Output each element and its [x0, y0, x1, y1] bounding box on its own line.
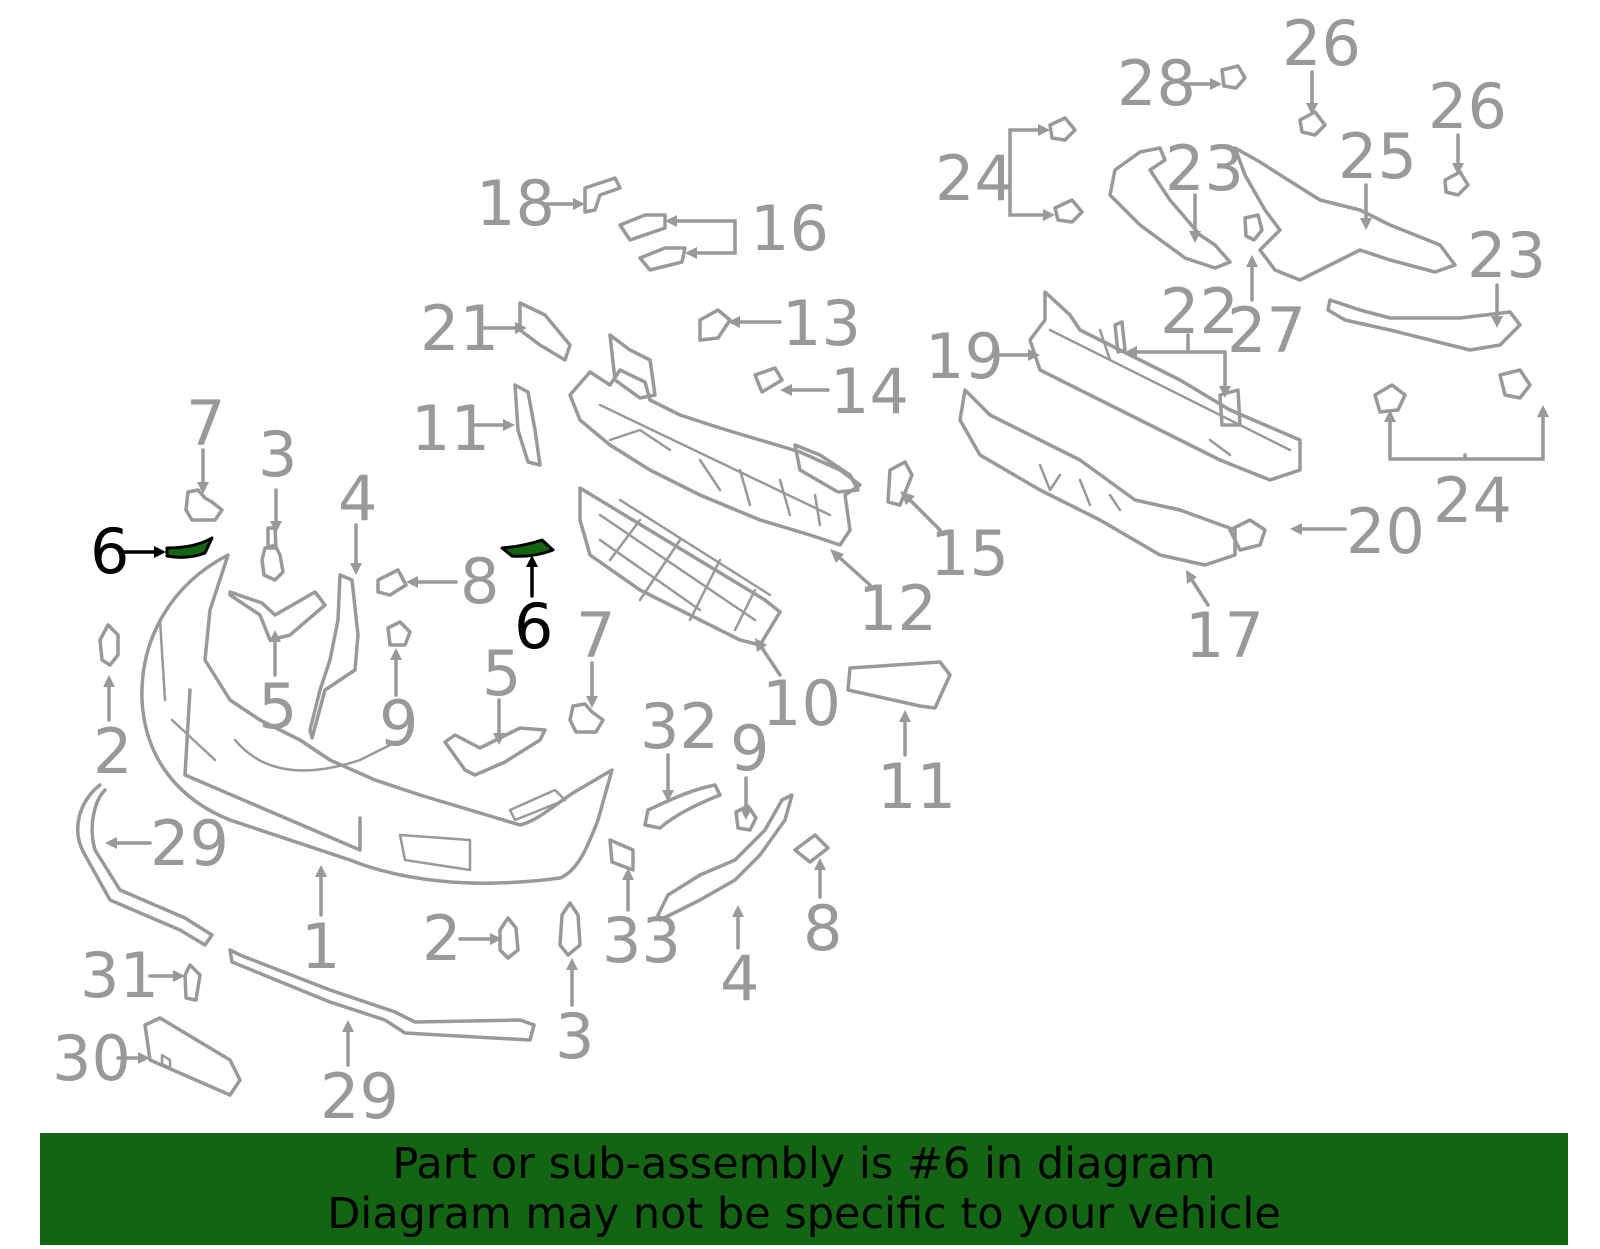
callout-24: 24	[1433, 464, 1512, 537]
callout-16: 16	[750, 192, 829, 265]
callout-19: 19	[925, 320, 1004, 393]
callout-6[interactable]: 6	[514, 590, 553, 663]
callout-22: 22	[1160, 275, 1239, 348]
callout-5: 5	[258, 670, 297, 743]
callout-2: 2	[93, 715, 132, 788]
callout-3: 3	[555, 1000, 594, 1073]
callout-27: 27	[1227, 294, 1306, 367]
callout-8: 8	[803, 892, 842, 965]
banner-line-2: Diagram may not be specific to your vehi…	[327, 1189, 1281, 1239]
callout-29: 29	[320, 1060, 399, 1133]
callout-29: 29	[150, 807, 229, 880]
side-bracket-left-part	[228, 590, 327, 642]
callout-32: 32	[640, 690, 719, 763]
callout-31: 31	[80, 939, 159, 1012]
lower-deflector-part	[656, 793, 794, 922]
callout-7: 7	[576, 599, 615, 672]
small-brackets-part	[513, 176, 952, 710]
callout-25: 25	[1338, 120, 1417, 193]
callout-10: 10	[762, 667, 841, 740]
part-6-right-highlight[interactable]	[500, 538, 555, 558]
bumper-cover-part	[140, 553, 614, 885]
callout-15: 15	[930, 517, 1009, 590]
callout-21: 21	[420, 292, 499, 365]
callout-28: 28	[1117, 47, 1196, 120]
callout-18: 18	[476, 167, 555, 240]
callout-23: 23	[1165, 132, 1244, 205]
banner-line-1: Part or sub-assembly is #6 in diagram	[392, 1139, 1216, 1189]
callout-20: 20	[1346, 495, 1425, 568]
callout-labels: 1 2 2 3 3 4 4 5 5 6 6 7 7 8 8 9 9 10 11 …	[52, 7, 1546, 1133]
absorber-part	[568, 333, 862, 547]
license-bracket-part	[143, 1016, 242, 1097]
info-banner: Part or sub-assembly is #6 in diagram Di…	[40, 1133, 1568, 1245]
callout-9: 9	[379, 687, 418, 760]
clip-fasteners-part	[98, 488, 830, 1002]
callout-13: 13	[782, 287, 861, 360]
part-6-left-highlight[interactable]	[165, 536, 214, 559]
callout-8: 8	[460, 545, 499, 618]
upper-bracket-part	[308, 573, 360, 740]
callout-33: 33	[602, 904, 681, 977]
callout-11: 11	[877, 750, 956, 823]
callout-26: 26	[1428, 70, 1507, 143]
callout-14: 14	[830, 355, 909, 428]
callout-4: 4	[338, 462, 377, 535]
reinforcement-part	[958, 146, 1522, 567]
callout-24: 24	[935, 142, 1014, 215]
leader-arrows	[103, 70, 1549, 1067]
callout-17: 17	[1185, 599, 1264, 672]
callout-1: 1	[301, 910, 340, 983]
callout-12: 12	[858, 572, 937, 645]
callout-7: 7	[186, 387, 225, 460]
grille-part	[578, 486, 782, 647]
callout-30: 30	[52, 1022, 131, 1095]
callout-4: 4	[720, 942, 759, 1015]
callout-11: 11	[411, 392, 490, 465]
callout-23: 23	[1467, 219, 1546, 292]
callout-26: 26	[1282, 7, 1361, 80]
callout-9: 9	[730, 712, 769, 785]
bumper-molding-part	[76, 783, 536, 1042]
callout-5: 5	[482, 637, 521, 710]
callout-3: 3	[258, 418, 297, 491]
side-bracket-right-part	[443, 726, 547, 777]
callout-6[interactable]: 6	[90, 515, 129, 588]
callout-2: 2	[422, 902, 461, 975]
